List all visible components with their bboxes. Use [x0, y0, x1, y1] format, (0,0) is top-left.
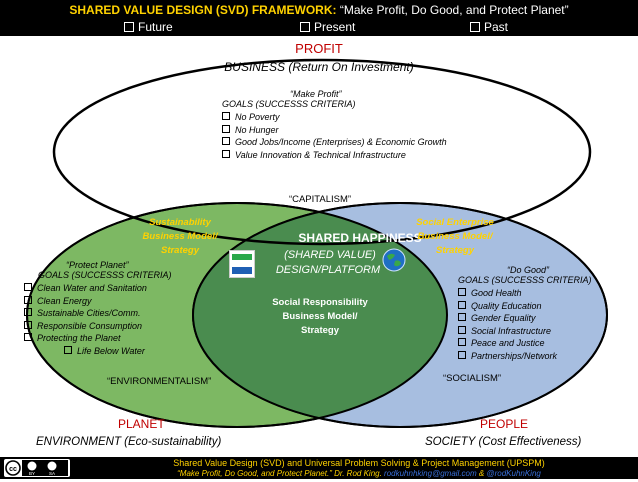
sa-text: SA	[49, 471, 55, 476]
footer-citation: “Make Profit, Do Good, and Protect Plane…	[177, 469, 382, 478]
list-item: Peace and Justice	[458, 337, 557, 350]
checkbox-icon	[458, 288, 466, 296]
option-label: Future	[138, 20, 173, 34]
people-title: PEOPLE	[480, 417, 529, 431]
checkbox-icon	[458, 300, 466, 309]
footer-email-link[interactable]: rodkuhnhking@gmail.com	[384, 469, 477, 478]
design-platform-label: DESIGN/PLATFORM	[275, 264, 381, 276]
checkbox-icon	[470, 22, 480, 32]
people-goals-title: GOALS (SUCCESSS CRITERIA)	[458, 275, 592, 285]
list-item: Life Below Water	[24, 345, 147, 358]
checkbox-icon	[458, 313, 466, 321]
footer-amp: &	[478, 469, 485, 478]
checkbox-icon	[222, 112, 230, 120]
header-title-bold: SHARED VALUE DESIGN (SVD) FRAMEWORK:	[69, 3, 337, 17]
list-item: Good Jobs/Income (Enterprises) & Economi…	[222, 136, 447, 149]
header-bar	[0, 0, 638, 36]
people-quote: “Do Good”	[507, 265, 550, 275]
planet-subtitle: ENVIRONMENT (Eco-sustainability)	[36, 436, 222, 448]
checkbox-icon	[24, 320, 32, 329]
checkbox-icon	[458, 350, 466, 359]
cc-license-badge[interactable]: cc BY SA	[4, 459, 70, 477]
header-title-rest: “Make Profit, Do Good, and Protect Plane…	[339, 3, 569, 17]
footer-line2: “Make Profit, Do Good, and Protect Plane…	[80, 469, 638, 478]
planet-quote: “Protect Planet”	[66, 260, 129, 270]
socialism-label: “SOCIALISM”	[443, 373, 502, 384]
checkbox-icon	[222, 149, 230, 158]
footer-line1: Shared Value Design (SVD) and Universal …	[173, 458, 545, 468]
profit-subtitle: BUSINESS (Return On Investment)	[224, 60, 414, 74]
people-outline	[192, 202, 608, 428]
checkbox-icon	[64, 345, 72, 354]
list-item: No Hunger	[222, 124, 447, 137]
header-title: SHARED VALUE DESIGN (SVD) FRAMEWORK: “Ma…	[0, 3, 638, 17]
list-item: Social Infrastructure	[458, 325, 557, 338]
profit-quote: “Make Profit”	[290, 89, 342, 99]
list-item: Clean Energy	[24, 295, 147, 308]
checkbox-icon	[222, 137, 230, 145]
profit-goals-list: No Poverty No Hunger Good Jobs/Income (E…	[222, 111, 447, 161]
profit-goals-title: GOALS (SUCCESSS CRITERIA)	[222, 99, 356, 109]
checkbox-icon	[300, 22, 310, 32]
list-item: Good Health	[458, 287, 557, 300]
checkbox-icon	[458, 338, 466, 346]
shared-value-label: (SHARED VALUE)	[284, 249, 376, 261]
option-label: Present	[314, 20, 356, 34]
planet-title: PLANET	[118, 417, 165, 431]
profit-circle	[52, 58, 592, 246]
checkbox-icon	[124, 22, 134, 32]
checkbox-icon	[24, 295, 32, 304]
option-present[interactable]: Present	[300, 20, 355, 34]
people-goals-list: Good Health Quality Education Gender Equ…	[458, 287, 557, 362]
checkbox-icon	[222, 124, 230, 133]
planet-goals-list: Clean Water and Sanitation Clean Energy …	[24, 282, 147, 357]
capitalism-label: “CAPITALISM”	[288, 194, 352, 205]
globe-icon	[381, 247, 407, 273]
profit-title: PROFIT	[295, 41, 343, 56]
option-label: Past	[484, 20, 509, 34]
list-item: Protecting the Planet	[24, 332, 147, 345]
by-text: BY	[29, 471, 35, 476]
checkbox-icon	[24, 333, 32, 341]
planet-goals-title: GOALS (SUCCESSS CRITERIA)	[38, 270, 172, 280]
list-item: Value Innovation & Technical Infrastruct…	[222, 149, 447, 162]
list-item: Partnerships/Network	[458, 350, 557, 363]
list-item: Quality Education	[458, 300, 557, 313]
flag-icon	[229, 250, 255, 278]
checkbox-icon	[24, 308, 32, 316]
checkbox-icon	[458, 325, 466, 334]
list-item: Responsible Consumption	[24, 320, 147, 333]
list-item: No Poverty	[222, 111, 447, 124]
footer-bar	[0, 457, 638, 479]
overlap-region	[193, 203, 447, 427]
option-future[interactable]: Future	[124, 20, 173, 34]
people-subtitle: SOCIETY (Cost Effectiveness)	[425, 436, 582, 448]
environmentalism-label: “ENVIRONMENTALISM”	[107, 376, 212, 387]
footer-handle-link[interactable]: @rodKuhnKing	[486, 469, 541, 478]
list-item: Sustainable Cities/Comm.	[24, 307, 147, 320]
shared-happiness-title: SHARED HAPPINESS	[298, 231, 422, 245]
list-item: Clean Water and Sanitation	[24, 282, 147, 295]
option-past[interactable]: Past	[470, 20, 508, 34]
checkbox-icon	[24, 283, 32, 291]
cc-text: cc	[9, 466, 17, 473]
list-item: Gender Equality	[458, 312, 557, 325]
